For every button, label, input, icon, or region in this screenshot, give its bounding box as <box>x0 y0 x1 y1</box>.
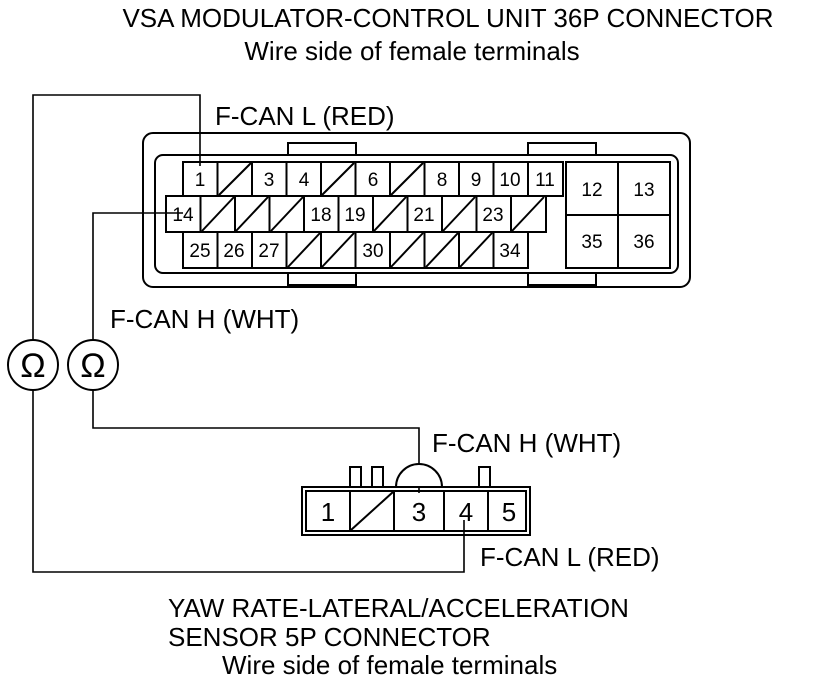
empty-cavity <box>235 196 269 232</box>
pin-10: 10 <box>499 170 520 191</box>
bottom-connector-title-line2: SENSOR 5P CONNECTOR <box>168 622 491 652</box>
fcan-h-wire <box>92 212 183 340</box>
empty-cavity <box>218 162 252 196</box>
pin-19: 19 <box>344 205 365 226</box>
top-connector-subtitle: Wire side of female terminals <box>244 36 579 66</box>
sensor-pin-5: 5 <box>502 497 516 527</box>
pin-13: 13 <box>633 180 654 201</box>
pin-21: 21 <box>413 205 434 226</box>
fcan-h-bottom-label: F-CAN H (WHT) <box>432 428 621 458</box>
pin-18: 18 <box>310 205 331 226</box>
ohmmeter-left: Ω <box>7 339 59 391</box>
latch-tab <box>371 466 384 488</box>
bottom-connector-title-line1: YAW RATE-LATERAL/ACCELERATION <box>168 593 629 623</box>
empty-cavity <box>201 196 235 232</box>
terminal-block-right: 12 13 35 36 <box>565 161 671 269</box>
terminal-row-1: 1 3 4 6 8 9 10 11 <box>182 161 564 197</box>
pin-8: 8 <box>437 170 448 191</box>
empty-cavity <box>321 232 355 268</box>
pin-12: 12 <box>581 180 602 201</box>
empty-cavity <box>390 162 424 196</box>
pin-26: 26 <box>223 241 244 262</box>
pin-6: 6 <box>368 170 379 191</box>
probe-dome <box>394 463 444 488</box>
pin-14: 14 <box>172 205 194 226</box>
sensor-pin-3: 3 <box>412 497 426 527</box>
empty-cavity <box>459 232 493 268</box>
vsa-36p-connector: 1 3 4 6 8 9 10 11 <box>142 132 691 288</box>
empty-cavity <box>442 196 476 232</box>
empty-cavity <box>287 232 321 268</box>
fcan-h-wire <box>92 390 420 493</box>
pin-36: 36 <box>633 232 654 253</box>
yaw-sensor-5p-connector: 1 3 4 5 <box>301 463 531 536</box>
fcan-l-bottom-label: F-CAN L (RED) <box>480 542 660 572</box>
empty-cavity <box>270 196 304 232</box>
connector-5p-cells <box>305 490 527 532</box>
empty-cavity <box>425 232 459 268</box>
pin-23: 23 <box>482 205 503 226</box>
pin-1: 1 <box>195 170 206 191</box>
ohm-symbol: Ω <box>20 347 45 385</box>
ohmmeter-icon <box>67 339 119 391</box>
empty-cavity <box>373 196 407 232</box>
empty-cavity <box>350 491 394 531</box>
connector-inner-housing <box>154 154 679 274</box>
pin-11: 11 <box>535 170 555 191</box>
latch-tab <box>287 142 357 156</box>
pin-30: 30 <box>362 241 383 262</box>
sensor-pin-4: 4 <box>459 497 473 527</box>
ohmmeter-right: Ω <box>67 339 119 391</box>
pin-9: 9 <box>471 170 482 191</box>
fcan-l-wire <box>32 94 201 340</box>
terminal-row-3: 25 26 27 30 34 <box>182 231 529 269</box>
pin-4: 4 <box>299 170 310 191</box>
fcan-l-top-label: F-CAN L (RED) <box>215 101 395 131</box>
pin-3: 3 <box>264 170 275 191</box>
empty-cavity <box>321 162 355 196</box>
bottom-connector-subtitle: Wire side of female terminals <box>222 650 557 680</box>
latch-tab <box>527 272 597 286</box>
empty-cavity <box>390 232 424 268</box>
fcan-h-top-label: F-CAN H (WHT) <box>110 304 299 334</box>
connector-outer-housing <box>142 132 691 288</box>
fcan-l-wire <box>32 390 465 573</box>
latch-tab <box>478 466 491 488</box>
latch-tab <box>287 272 357 286</box>
pin-35: 35 <box>581 232 602 253</box>
sensor-pin-1: 1 <box>321 497 335 527</box>
ohm-symbol: Ω <box>80 347 105 385</box>
latch-tab <box>527 142 597 156</box>
connector-5p-housing <box>301 486 531 536</box>
top-connector-title: VSA MODULATOR-CONTROL UNIT 36P CONNECTOR <box>122 3 773 33</box>
latch-tab <box>349 466 362 488</box>
pin-27: 27 <box>258 241 279 262</box>
pin-34: 34 <box>499 241 521 262</box>
ohmmeter-icon <box>7 339 59 391</box>
pin-25: 25 <box>189 241 210 262</box>
terminal-row-2: 14 18 19 21 23 <box>165 195 547 233</box>
empty-cavity <box>511 196 545 232</box>
